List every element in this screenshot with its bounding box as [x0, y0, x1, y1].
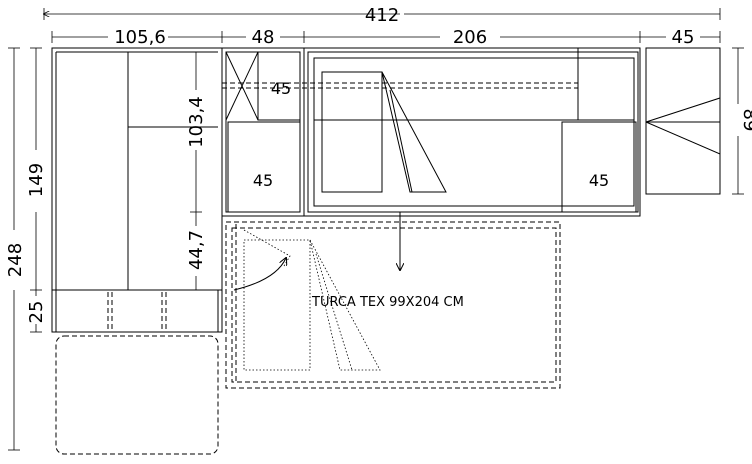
- left-chaise-module: [51, 47, 223, 333]
- right-seat-label: 45: [589, 171, 609, 190]
- corner-seat-label: 45: [253, 171, 273, 190]
- middle-module: 45: [303, 47, 641, 217]
- dim-middle-section: 206: [453, 27, 487, 48]
- dim-corner-depth: 103,4: [186, 96, 207, 148]
- left-dimension-segments: 149 25: [26, 47, 47, 333]
- inner-dimension-corner-depth: 103,4 44,7: [186, 51, 207, 291]
- dim-bottom-height: 25: [26, 301, 47, 324]
- dim-total-height: 248: [5, 243, 26, 277]
- dim-upper-height: 149: [26, 163, 47, 197]
- dim-right-section: 45: [672, 27, 695, 48]
- left-ottoman-outline: [55, 335, 219, 455]
- dim-lower-depth: 44,7: [186, 230, 207, 270]
- ottoman-label: TURCA TEX 99X204 CM: [311, 295, 464, 310]
- dim-corner-section: 48: [252, 27, 275, 48]
- corner-module: 45 45: [221, 47, 305, 217]
- top-dimension-total: 412: [44, 5, 721, 26]
- dim-right-unit-depth: 89: [739, 109, 752, 132]
- mechanism-dashed-lines: [222, 82, 578, 89]
- dim-left-section: 105,6: [114, 27, 166, 48]
- right-end-module: [645, 47, 721, 195]
- dim-total-width: 412: [365, 5, 399, 26]
- pullout-ottoman: TURCA TEX 99X204 CM: [225, 212, 561, 389]
- left-dimension-total: 248: [5, 47, 26, 451]
- right-dimension: 89: [732, 47, 752, 195]
- top-dimension-segments: 105,6 48 206 45: [51, 27, 721, 48]
